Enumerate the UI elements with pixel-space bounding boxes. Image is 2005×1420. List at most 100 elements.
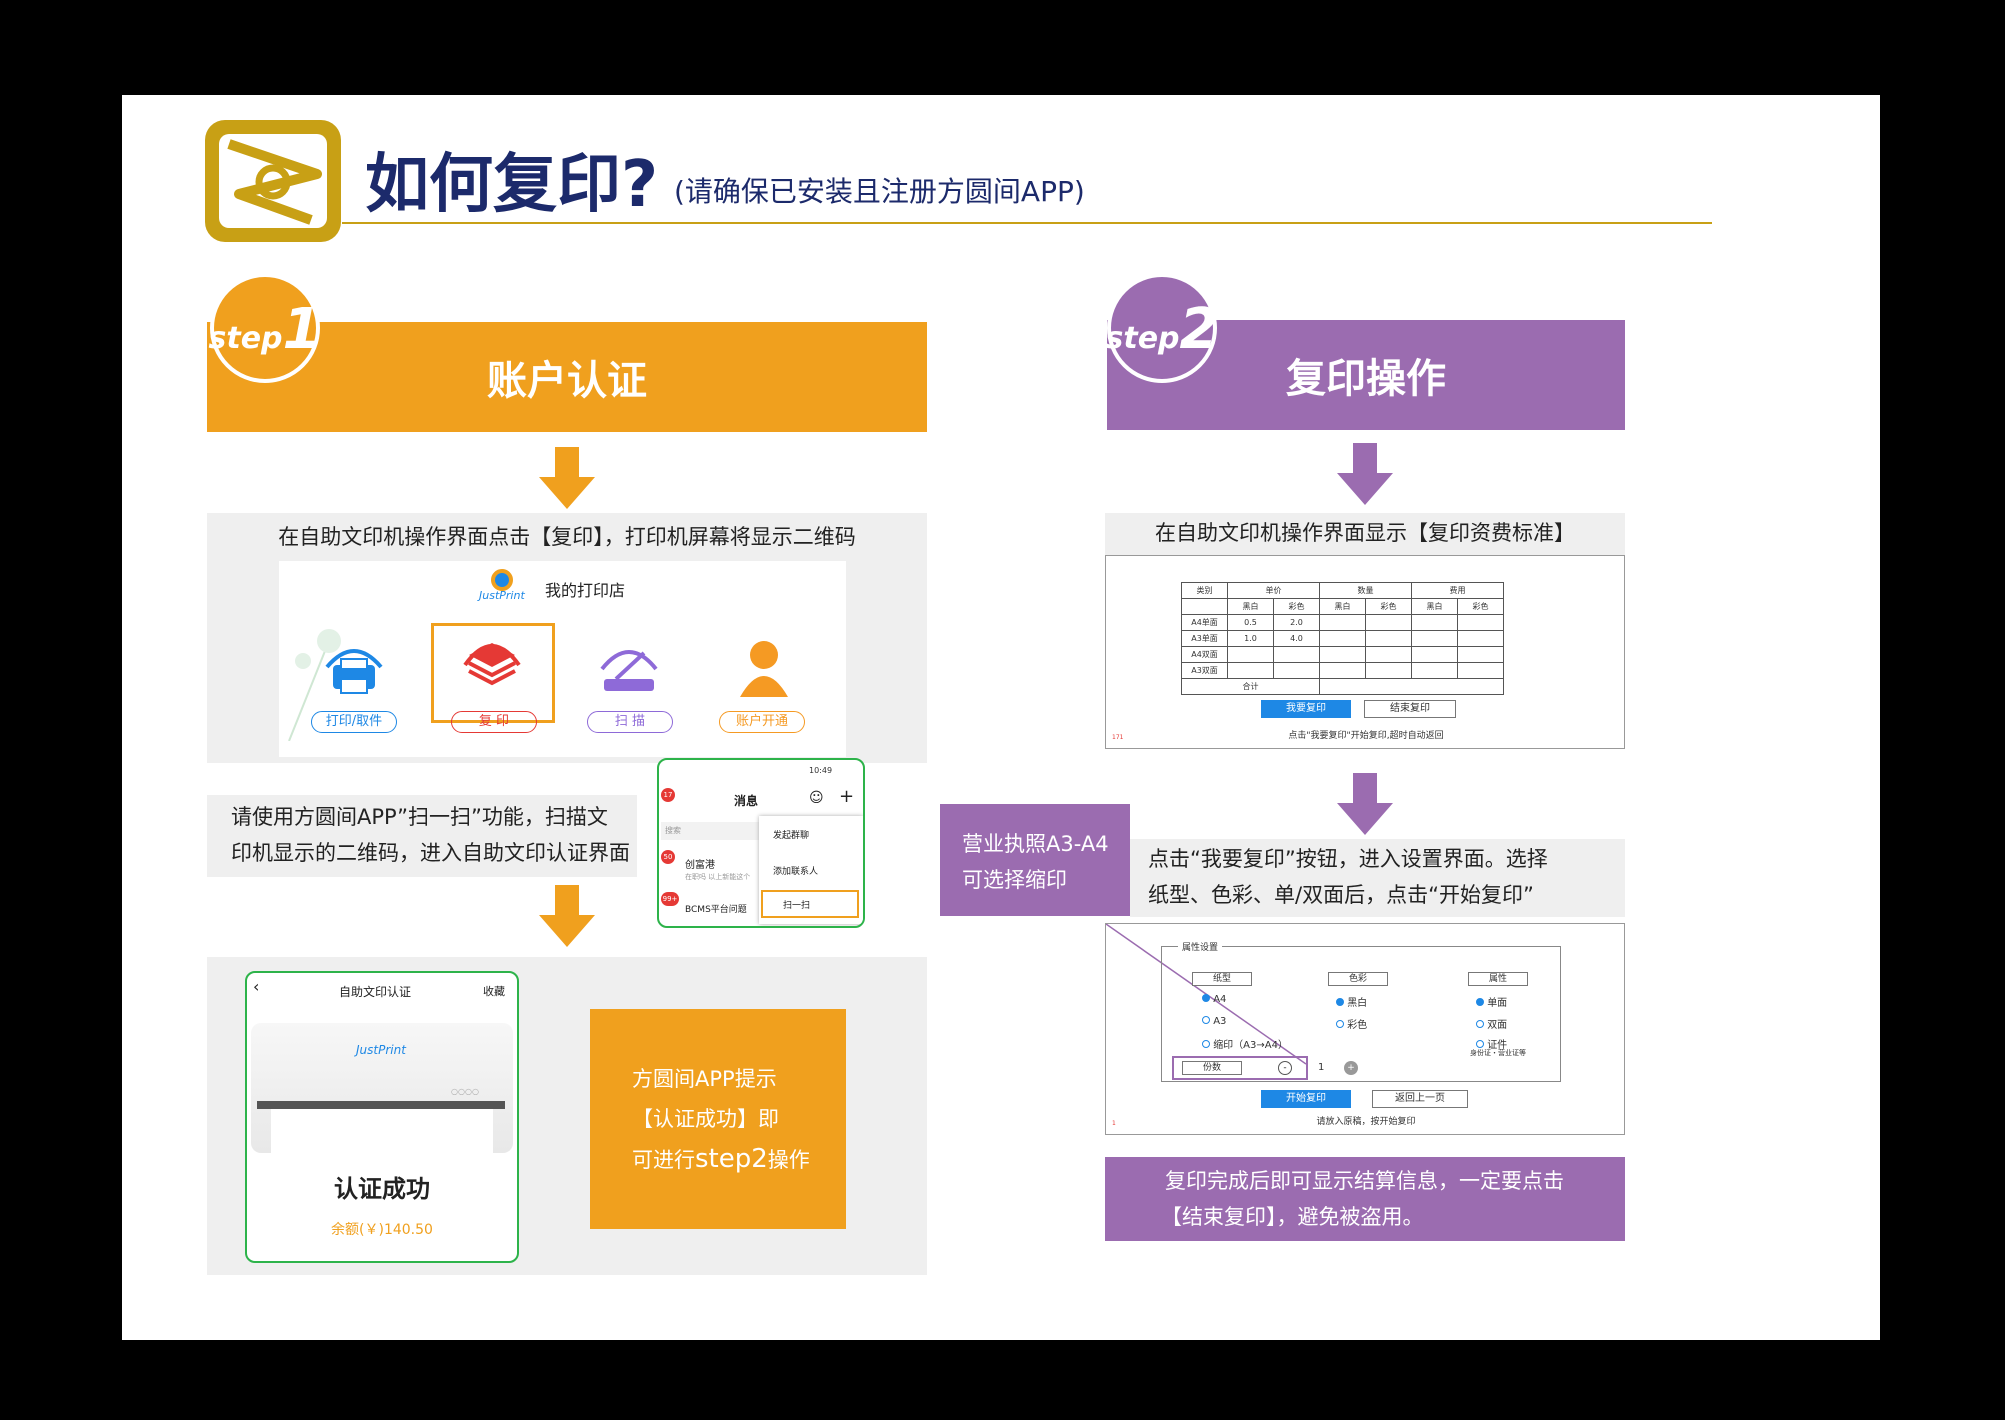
step1-badge: step 1 bbox=[208, 273, 322, 383]
app-scan-screenshot: 10:49 17 消息 ☺ + 搜索 50 创富港 在职吗 以上新能这个 99+… bbox=[657, 758, 865, 928]
step1-panel2-line1: 请使用方圆间APP”扫一扫”功能，扫描文 bbox=[231, 805, 608, 829]
fee-cell bbox=[1273, 646, 1320, 663]
fee-screen-corner: 171 bbox=[1112, 734, 1124, 741]
chat1-badge: 50 bbox=[661, 850, 675, 864]
want-copy-button[interactable]: 我要复印 bbox=[1261, 700, 1351, 718]
fee-cell: 黑白 bbox=[1227, 598, 1274, 615]
fee-cell bbox=[1457, 614, 1504, 631]
color-option-color-label: 彩色 bbox=[1347, 1020, 1368, 1031]
end-copy-button[interactable]: 结束复印 bbox=[1364, 700, 1456, 718]
fee-cell bbox=[1319, 630, 1366, 647]
scanner-icon[interactable] bbox=[594, 639, 664, 699]
side-note-line-2: 可选择缩印 bbox=[962, 868, 1067, 892]
copies-value: 1 bbox=[1318, 1062, 1325, 1073]
paper-option-reduce[interactable]: 缩印（A3→A4） bbox=[1202, 1036, 1288, 1051]
fee-cell bbox=[1227, 662, 1274, 679]
final-line-2: 【结束复印】，避免被盗用。 bbox=[1161, 1205, 1424, 1229]
step1-panel1-text: 在自助文印机操作界面点击【复印】，打印机屏幕将显示二维码 bbox=[278, 525, 856, 549]
step1-title: 账户认证 bbox=[487, 358, 647, 404]
fee-cell: 费用 bbox=[1411, 582, 1504, 599]
auth-hint-box: 方圆间APP提示 【认证成功】即 可进行step2操作 bbox=[590, 1009, 846, 1229]
copies-minus-button[interactable]: - bbox=[1278, 1061, 1292, 1075]
messages-title: 消息 bbox=[734, 794, 759, 808]
justprint-brand: JustPrint bbox=[479, 589, 525, 602]
copies-plus-button[interactable]: + bbox=[1344, 1061, 1358, 1075]
fee-cell bbox=[1411, 630, 1458, 647]
copies-label: 份数 bbox=[1182, 1061, 1242, 1075]
fee-table-total-row: 合计 bbox=[1181, 678, 1504, 695]
fee-table-head-2: 黑白 彩色 黑白 彩色 黑白 彩色 bbox=[1181, 598, 1504, 615]
step1-badge-word: step bbox=[208, 321, 283, 356]
printer-illustration: JustPrint ○○○○ bbox=[251, 1023, 513, 1153]
add-contact-icon[interactable]: ☺ bbox=[809, 790, 824, 806]
step1-panel-1: 在自助文印机操作界面点击【复印】，打印机屏幕将显示二维码 JustPrint 我… bbox=[207, 513, 927, 763]
attr-option-double[interactable]: 双面 bbox=[1476, 1016, 1507, 1031]
fee-cell: 彩色 bbox=[1457, 598, 1504, 615]
favorite-button[interactable]: 收藏 bbox=[483, 985, 505, 998]
attr-option-id-label: 证件 bbox=[1487, 1040, 1508, 1051]
fee-cell: 彩色 bbox=[1365, 598, 1412, 615]
fee-cell: 4.0 bbox=[1273, 630, 1320, 647]
title-divider bbox=[342, 222, 1712, 224]
fee-table-row: A4双面 bbox=[1181, 646, 1504, 663]
step1-title-bar: 账户认证 bbox=[207, 322, 927, 432]
auth-success-screen: ‹ 自助文印认证 收藏 JustPrint ○○○○ 认证成功 余额(￥)140… bbox=[245, 971, 519, 1263]
phone-status-time: 10:49 bbox=[809, 766, 833, 775]
paper-option-a4[interactable]: A4 bbox=[1202, 994, 1226, 1005]
step1-panel-2: 请使用方圆间APP”扫一扫”功能，扫描文 印机显示的二维码，进入自助文印认证界面 bbox=[207, 795, 637, 877]
step1-arrow-down-2 bbox=[539, 885, 595, 947]
menu-start-group-chat[interactable]: 发起群聊 bbox=[773, 831, 810, 841]
paper-option-a3-label: A3 bbox=[1213, 1016, 1227, 1027]
print-shop-screen: JustPrint 我的打印店 打印/取件 复 印 bbox=[279, 561, 846, 757]
color-option-bw[interactable]: 黑白 bbox=[1336, 994, 1367, 1009]
fee-cell bbox=[1319, 646, 1366, 663]
fee-cell: 单价 bbox=[1227, 582, 1320, 599]
account-balance: 余额(￥)140.50 bbox=[331, 1222, 433, 1238]
chat-item-2[interactable]: BCMS平台问题 bbox=[685, 905, 747, 915]
step2-badge-word: step bbox=[1105, 321, 1180, 356]
scan-button[interactable]: 扫 描 bbox=[587, 711, 673, 733]
user-account-icon[interactable] bbox=[734, 637, 794, 699]
fee-screen-note: 点击"我要复印"开始复印,超时自动返回 bbox=[1288, 731, 1444, 741]
step1-panel-3: ‹ 自助文印认证 收藏 JustPrint ○○○○ 认证成功 余额(￥)140… bbox=[207, 957, 927, 1275]
color-option-color[interactable]: 彩色 bbox=[1336, 1016, 1367, 1031]
fee-cell: 1.0 bbox=[1227, 630, 1274, 647]
back-chevron-icon[interactable]: ‹ bbox=[253, 977, 260, 996]
hint-step2: step2 bbox=[695, 1144, 768, 1174]
attr-option-single[interactable]: 单面 bbox=[1476, 994, 1507, 1009]
hint-line-2: 【认证成功】即 bbox=[632, 1107, 779, 1131]
step1-arrow-down-1 bbox=[539, 447, 595, 509]
attr-option-id[interactable]: 证件 bbox=[1476, 1036, 1507, 1051]
account-open-button[interactable]: 账户开通 bbox=[719, 711, 805, 733]
paper-option-reduce-label: 缩印（A3→A4） bbox=[1213, 1040, 1288, 1051]
copy-settings-screen: 属性设置 纸型 A4 A3 缩印（A3→A4） 色彩 黑白 彩色 属性 单面 双… bbox=[1105, 923, 1625, 1135]
chat-search-input[interactable]: 搜索 bbox=[661, 822, 761, 840]
paper-type-label: 纸型 bbox=[1192, 972, 1252, 986]
attribute-label: 属性 bbox=[1468, 972, 1528, 986]
printer-slot bbox=[257, 1101, 505, 1109]
fee-cell bbox=[1457, 662, 1504, 679]
plus-icon[interactable]: + bbox=[839, 786, 855, 807]
menu-add-contact[interactable]: 添加联系人 bbox=[773, 867, 819, 877]
copy-icon[interactable] bbox=[457, 633, 527, 693]
fee-cell: 黑白 bbox=[1319, 598, 1366, 615]
print-pickup-button[interactable]: 打印/取件 bbox=[311, 711, 397, 733]
fee-cell bbox=[1319, 678, 1504, 695]
start-copy-button[interactable]: 开始复印 bbox=[1261, 1090, 1351, 1108]
settings-fieldset bbox=[1161, 946, 1561, 1082]
back-button[interactable]: 返回上一页 bbox=[1372, 1090, 1468, 1108]
fee-cell bbox=[1319, 662, 1366, 679]
copy-button[interactable]: 复 印 bbox=[451, 711, 537, 733]
printer-icon[interactable] bbox=[319, 639, 389, 699]
attr-note: 身份证・营业证等 bbox=[1470, 1049, 1526, 1057]
chat-item-title[interactable]: 创富港 bbox=[685, 860, 715, 871]
final-note-box: 复印完成后即可显示结算信息，一定要点击 【结束复印】，避免被盗用。 bbox=[1105, 1157, 1625, 1241]
poster: 如何复印? (请确保已安装且注册方圆间APP) 账户认证 step 1 在自助文… bbox=[122, 95, 1880, 1340]
menu-scan[interactable]: 扫一扫 bbox=[783, 901, 811, 911]
page-subtitle: (请确保已安装且注册方圆间APP) bbox=[674, 175, 1085, 208]
paper-option-a3[interactable]: A3 bbox=[1202, 1016, 1226, 1027]
step1-panel2-line2: 印机显示的二维码，进入自助文印认证界面 bbox=[231, 841, 630, 865]
step2-panel-1: 在自助文印机操作界面显示【复印资费标准】 bbox=[1105, 513, 1625, 555]
fee-cell: 0.5 bbox=[1227, 614, 1274, 631]
auth-screen-title: 自助文印认证 bbox=[339, 985, 412, 999]
